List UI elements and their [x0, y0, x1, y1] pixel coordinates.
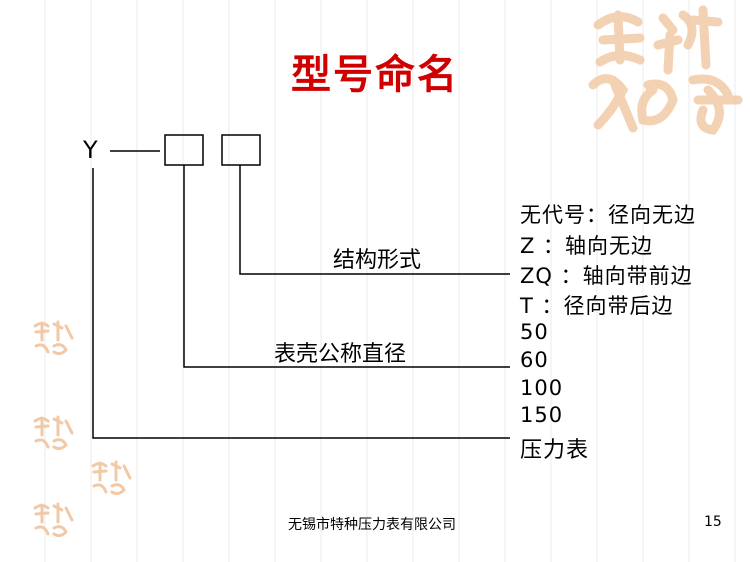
page-number: 15 [704, 514, 722, 530]
prefix-letter: Y [83, 136, 98, 164]
diameter-code-box [164, 134, 204, 166]
decorative-seal-small-2 [33, 415, 74, 451]
decorative-seal-logo [588, 5, 743, 135]
slide-title: 型号命名 [291, 52, 459, 98]
diameter-option: 50 [520, 320, 549, 344]
diameter-option: 150 [520, 403, 564, 427]
decorative-seal-small-1 [33, 320, 74, 356]
diameter-label: 表壳公称直径 [274, 342, 407, 367]
company-footer: 无锡市特种压力表有限公司 [288, 517, 456, 533]
structure-option: T ：径向带后边 [520, 294, 674, 318]
structure-option: ZQ ：轴向带前边 [520, 264, 693, 288]
diameter-option: 60 [520, 348, 549, 372]
structure-option: 无代号：径向无边 [520, 203, 696, 227]
product-name: 压力表 [520, 438, 590, 463]
structure-leader-line [239, 165, 510, 275]
decorative-seal-small-4 [33, 502, 74, 538]
structure-code-box [221, 134, 261, 166]
structure-label: 结构形式 [333, 248, 422, 273]
product-leader-line [92, 168, 510, 439]
diameter-leader-line [183, 165, 510, 368]
structure-option: Z ：轴向无边 [520, 234, 654, 258]
decorative-seal-small-3 [91, 460, 132, 496]
diameter-option: 100 [520, 376, 564, 400]
